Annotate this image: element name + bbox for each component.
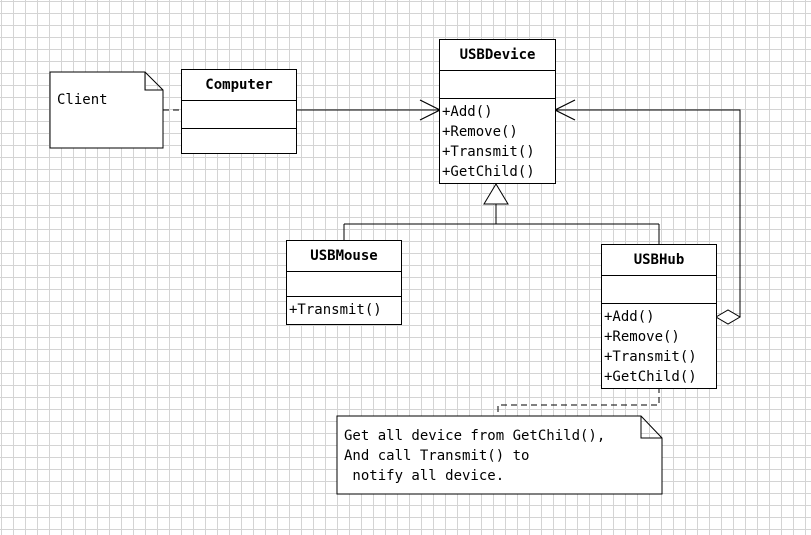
usbdevice-attributes [440, 71, 555, 99]
usbdevice-class[interactable]: USBDevice +Add() +Remove() +Transmit() +… [439, 39, 556, 184]
operation: +Add() [604, 309, 655, 325]
generalization-triangle [483, 183, 509, 205]
usbhub-class[interactable]: USBHub +Add() +Remove() +Transmit() +Get… [601, 244, 717, 389]
operation: +Remove() [604, 329, 680, 345]
hub-note-shape [336, 415, 663, 495]
aggregation-line [555, 109, 741, 317]
operation: +Transmit() [604, 349, 697, 365]
computer-operations [182, 129, 296, 132]
operation: +Add() [442, 104, 493, 120]
hub-note-text: Get all device from GetChild(), And call… [344, 426, 605, 486]
usbmouse-class[interactable]: USBMouse +Transmit() [286, 240, 402, 325]
hub-note-line: And call Transmit() to [344, 448, 530, 464]
operation: +GetChild() [442, 164, 535, 180]
computer-class[interactable]: Computer [181, 69, 297, 154]
hub-note-anchor-line [497, 387, 660, 416]
operation: +Remove() [442, 124, 518, 140]
usbhub-operations: +Add() +Remove() +Transmit() +GetChild() [602, 304, 716, 387]
operation: +GetChild() [604, 369, 697, 385]
usbmouse-operations: +Transmit() [287, 297, 401, 320]
client-note-label: Client [57, 92, 108, 108]
hub-note-line: Get all device from GetChild(), [344, 428, 606, 444]
usbdevice-class-name: USBDevice [440, 40, 555, 71]
operation: +Transmit() [442, 144, 535, 160]
usbhub-attributes [602, 276, 716, 304]
client-note-shape [49, 71, 164, 149]
hub-note-line: notify all device. [344, 468, 505, 484]
aggregation-diamond [715, 309, 741, 325]
usbdevice-operations: +Add() +Remove() +Transmit() +GetChild() [440, 99, 555, 182]
operation: +Transmit() [289, 302, 382, 318]
computer-class-name: Computer [182, 70, 296, 101]
usbmouse-class-name: USBMouse [287, 241, 401, 272]
usbmouse-attributes [287, 272, 401, 297]
computer-attributes [182, 101, 296, 129]
usbhub-class-name: USBHub [602, 245, 716, 276]
